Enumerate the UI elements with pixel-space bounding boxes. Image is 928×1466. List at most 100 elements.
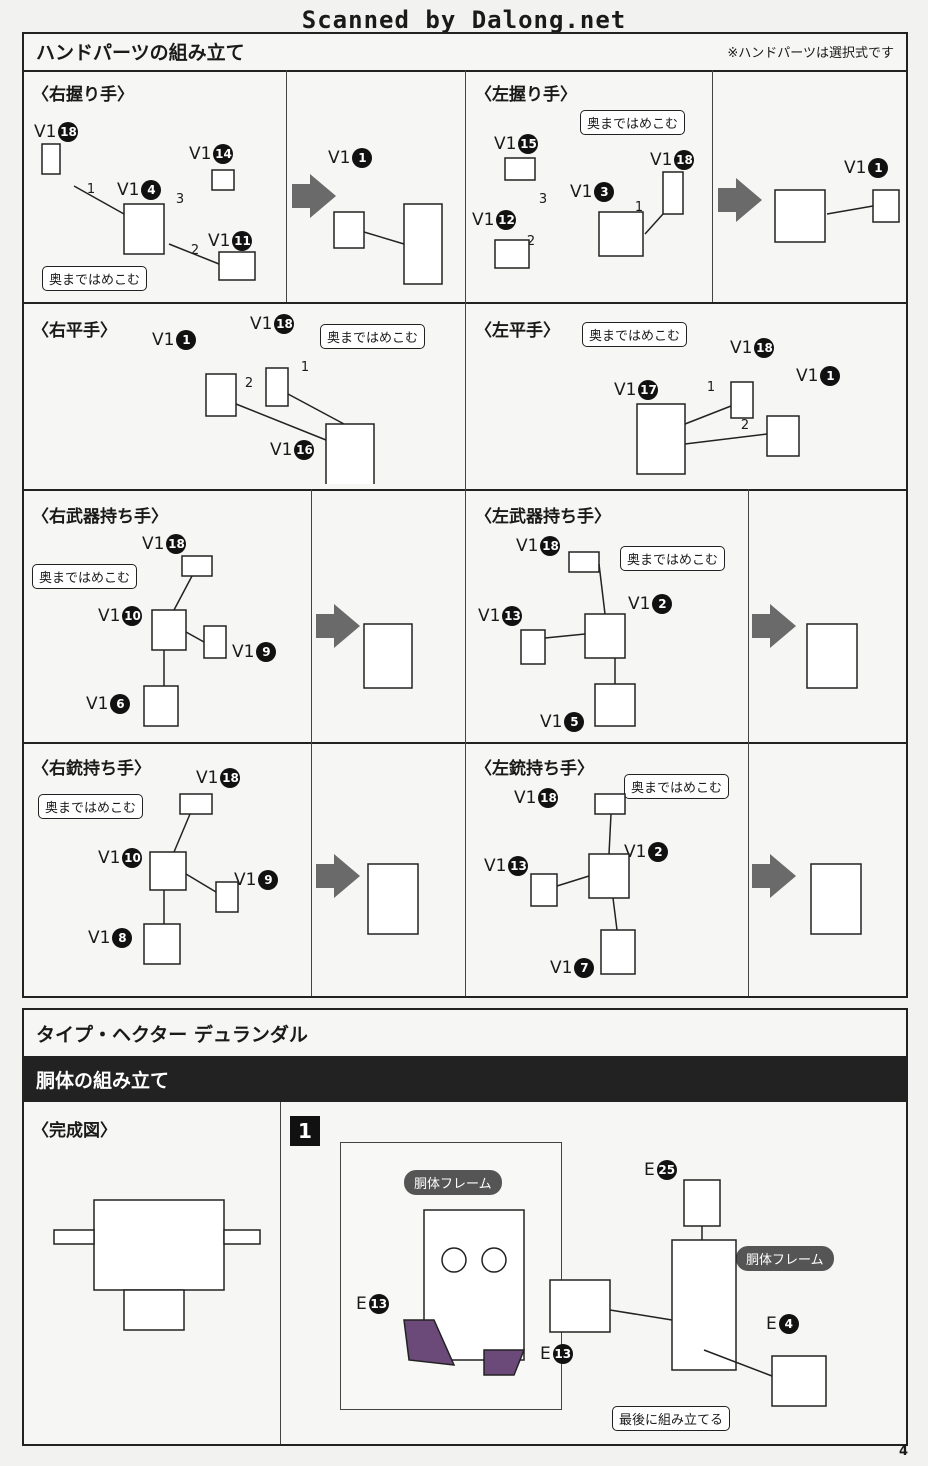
left-grip-parts (465, 94, 906, 294)
right-flat-parts (24, 324, 465, 495)
step-number: 3 (175, 192, 185, 207)
inner-divider (748, 742, 749, 996)
push-in-callout: 奥まではめこむ (32, 564, 138, 589)
next-arrow (752, 604, 796, 648)
right-weapon-parts (24, 504, 465, 740)
step-number-box: 1 (290, 1116, 320, 1146)
left-flat-parts (465, 324, 906, 484)
page-number: 4 (898, 1444, 908, 1459)
complete-view-title: 〈完成図〉 (32, 1121, 117, 1141)
complete-torso-drawing (44, 1180, 264, 1350)
inset-frame-drawing (384, 1200, 554, 1400)
step-number: 1 (86, 182, 96, 197)
section-divider (280, 1102, 281, 1444)
left-flat-title: 〈左平手〉 (475, 321, 560, 341)
right-flat-title: 〈右平手〉 (32, 321, 117, 341)
next-arrow (718, 178, 762, 222)
assemble-last-callout: 最後に組み立てる (612, 1406, 731, 1431)
push-in-callout: 奥まではめこむ (42, 266, 148, 291)
torso-assembly-drawing (544, 1170, 904, 1410)
right-grip-parts (24, 94, 465, 294)
step-number: 2 (190, 243, 200, 258)
torso-assembly-bar: 胴体の組み立て (24, 1056, 906, 1102)
step-number: 3 (538, 192, 548, 207)
push-in-callout: 奥まではめこむ (320, 324, 426, 349)
torso-frame-label: 胴体フレーム (736, 1246, 834, 1271)
left-gun-parts (465, 754, 906, 994)
hand-section-title: ハンドパーツの組み立て (36, 42, 245, 64)
push-in-callout: 奥まではめこむ (624, 774, 730, 799)
left-weapon-title: 〈左武器持ち手〉 (475, 507, 611, 527)
inner-divider (748, 489, 749, 742)
right-grip-title: 〈右握り手〉 (32, 85, 134, 105)
step-number: 1 (300, 360, 310, 375)
push-in-callout: 奥まではめこむ (38, 794, 144, 819)
left-grip-title: 〈左握り手〉 (475, 85, 577, 105)
inner-divider (311, 489, 312, 742)
column-divider (465, 70, 466, 996)
inner-divider (286, 70, 287, 302)
next-arrow (292, 174, 336, 218)
scan-watermark: Scanned by Dalong.net (301, 6, 627, 34)
step-number: 2 (740, 418, 750, 433)
next-arrow (316, 854, 360, 898)
step-number: 2 (244, 376, 254, 391)
push-in-callout: 奥まではめこむ (582, 322, 688, 347)
push-in-callout: 奥まではめこむ (620, 546, 726, 571)
inner-divider (311, 742, 312, 996)
torso-assembly-title: 胴体の組み立て (36, 1070, 170, 1092)
torso-section: タイプ・ヘクター デュランダル 胴体の組み立て 〈完成図〉 1 胴体フレーム E… (22, 1008, 908, 1446)
right-weapon-title: 〈右武器持ち手〉 (32, 507, 168, 527)
left-weapon-parts (465, 504, 906, 740)
next-arrow (752, 854, 796, 898)
right-gun-parts (24, 754, 465, 994)
inner-divider (712, 70, 713, 302)
step-number: 2 (526, 234, 536, 249)
hand-selection-note: ※ハンドパーツは選択式です (727, 46, 894, 61)
torso-frame-label: 胴体フレーム (404, 1170, 502, 1195)
step-number: 1 (634, 200, 644, 215)
next-arrow (316, 604, 360, 648)
step-number: 1 (706, 380, 716, 395)
left-gun-title: 〈左銃持ち手〉 (475, 759, 594, 779)
type-title: タイプ・ヘクター デュランダル (36, 1024, 308, 1046)
push-in-callout: 奥まではめこむ (580, 110, 686, 135)
right-gun-title: 〈右銃持ち手〉 (32, 759, 151, 779)
